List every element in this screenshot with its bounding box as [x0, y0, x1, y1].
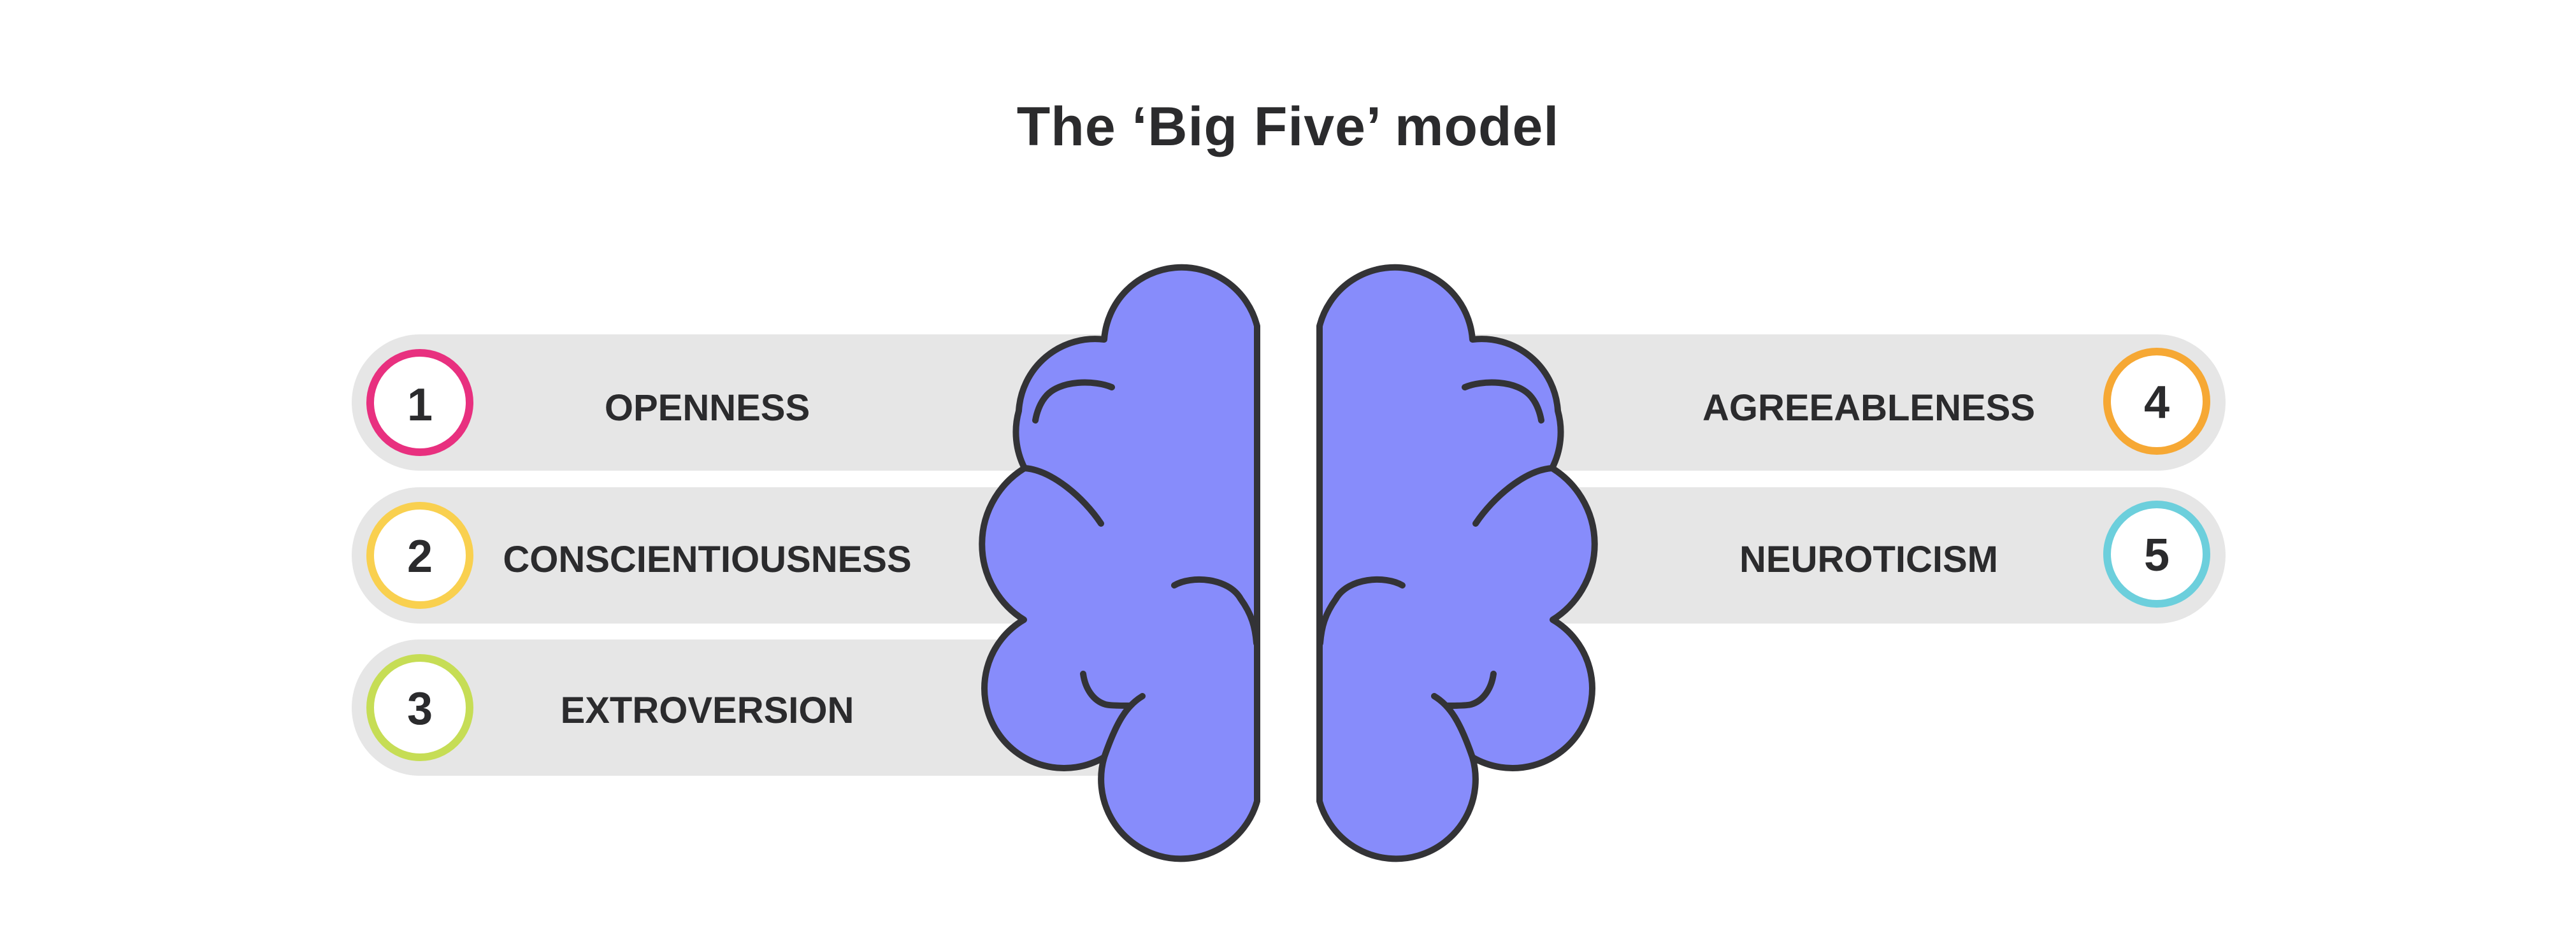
trait-number-circle	[366, 502, 473, 609]
trait-bar	[352, 639, 1174, 776]
trait-label: NEUROTICISM	[1739, 539, 1998, 580]
trait-row-3: 3 EXTROVERSION	[352, 639, 1174, 776]
trait-row-2: 2 CONSCIENTIOUSNESS	[352, 487, 1174, 624]
brain-right-hemisphere-icon	[1316, 264, 1598, 862]
trait-bar	[1402, 334, 2226, 471]
trait-label: EXTROVERSION	[561, 690, 854, 731]
trait-number: 4	[2144, 377, 2169, 428]
trait-bar	[352, 334, 1174, 471]
trait-row-1: 1 OPENNESS	[352, 334, 1174, 471]
trait-bar	[1402, 487, 2226, 624]
trait-number: 3	[407, 683, 433, 734]
trait-number-circle	[2103, 501, 2210, 608]
trait-label: OPENNESS	[605, 387, 810, 429]
trait-row-4: 4 AGREEABLENESS	[1402, 334, 2226, 471]
trait-number: 5	[2144, 530, 2169, 581]
trait-label: CONSCIENTIOUSNESS	[503, 539, 911, 580]
trait-number: 2	[407, 531, 433, 582]
trait-number-circle	[366, 349, 473, 456]
trait-row-5: 5 NEUROTICISM	[1402, 487, 2226, 624]
trait-number: 1	[407, 380, 433, 431]
trait-bar	[352, 487, 1174, 624]
diagram-title: The ‘Big Five’ model	[1016, 96, 1560, 157]
trait-number-circle	[366, 654, 473, 761]
trait-number-circle	[2103, 348, 2210, 455]
brain-left-hemisphere-icon	[979, 264, 1260, 862]
trait-label: AGREEABLENESS	[1702, 387, 2035, 429]
